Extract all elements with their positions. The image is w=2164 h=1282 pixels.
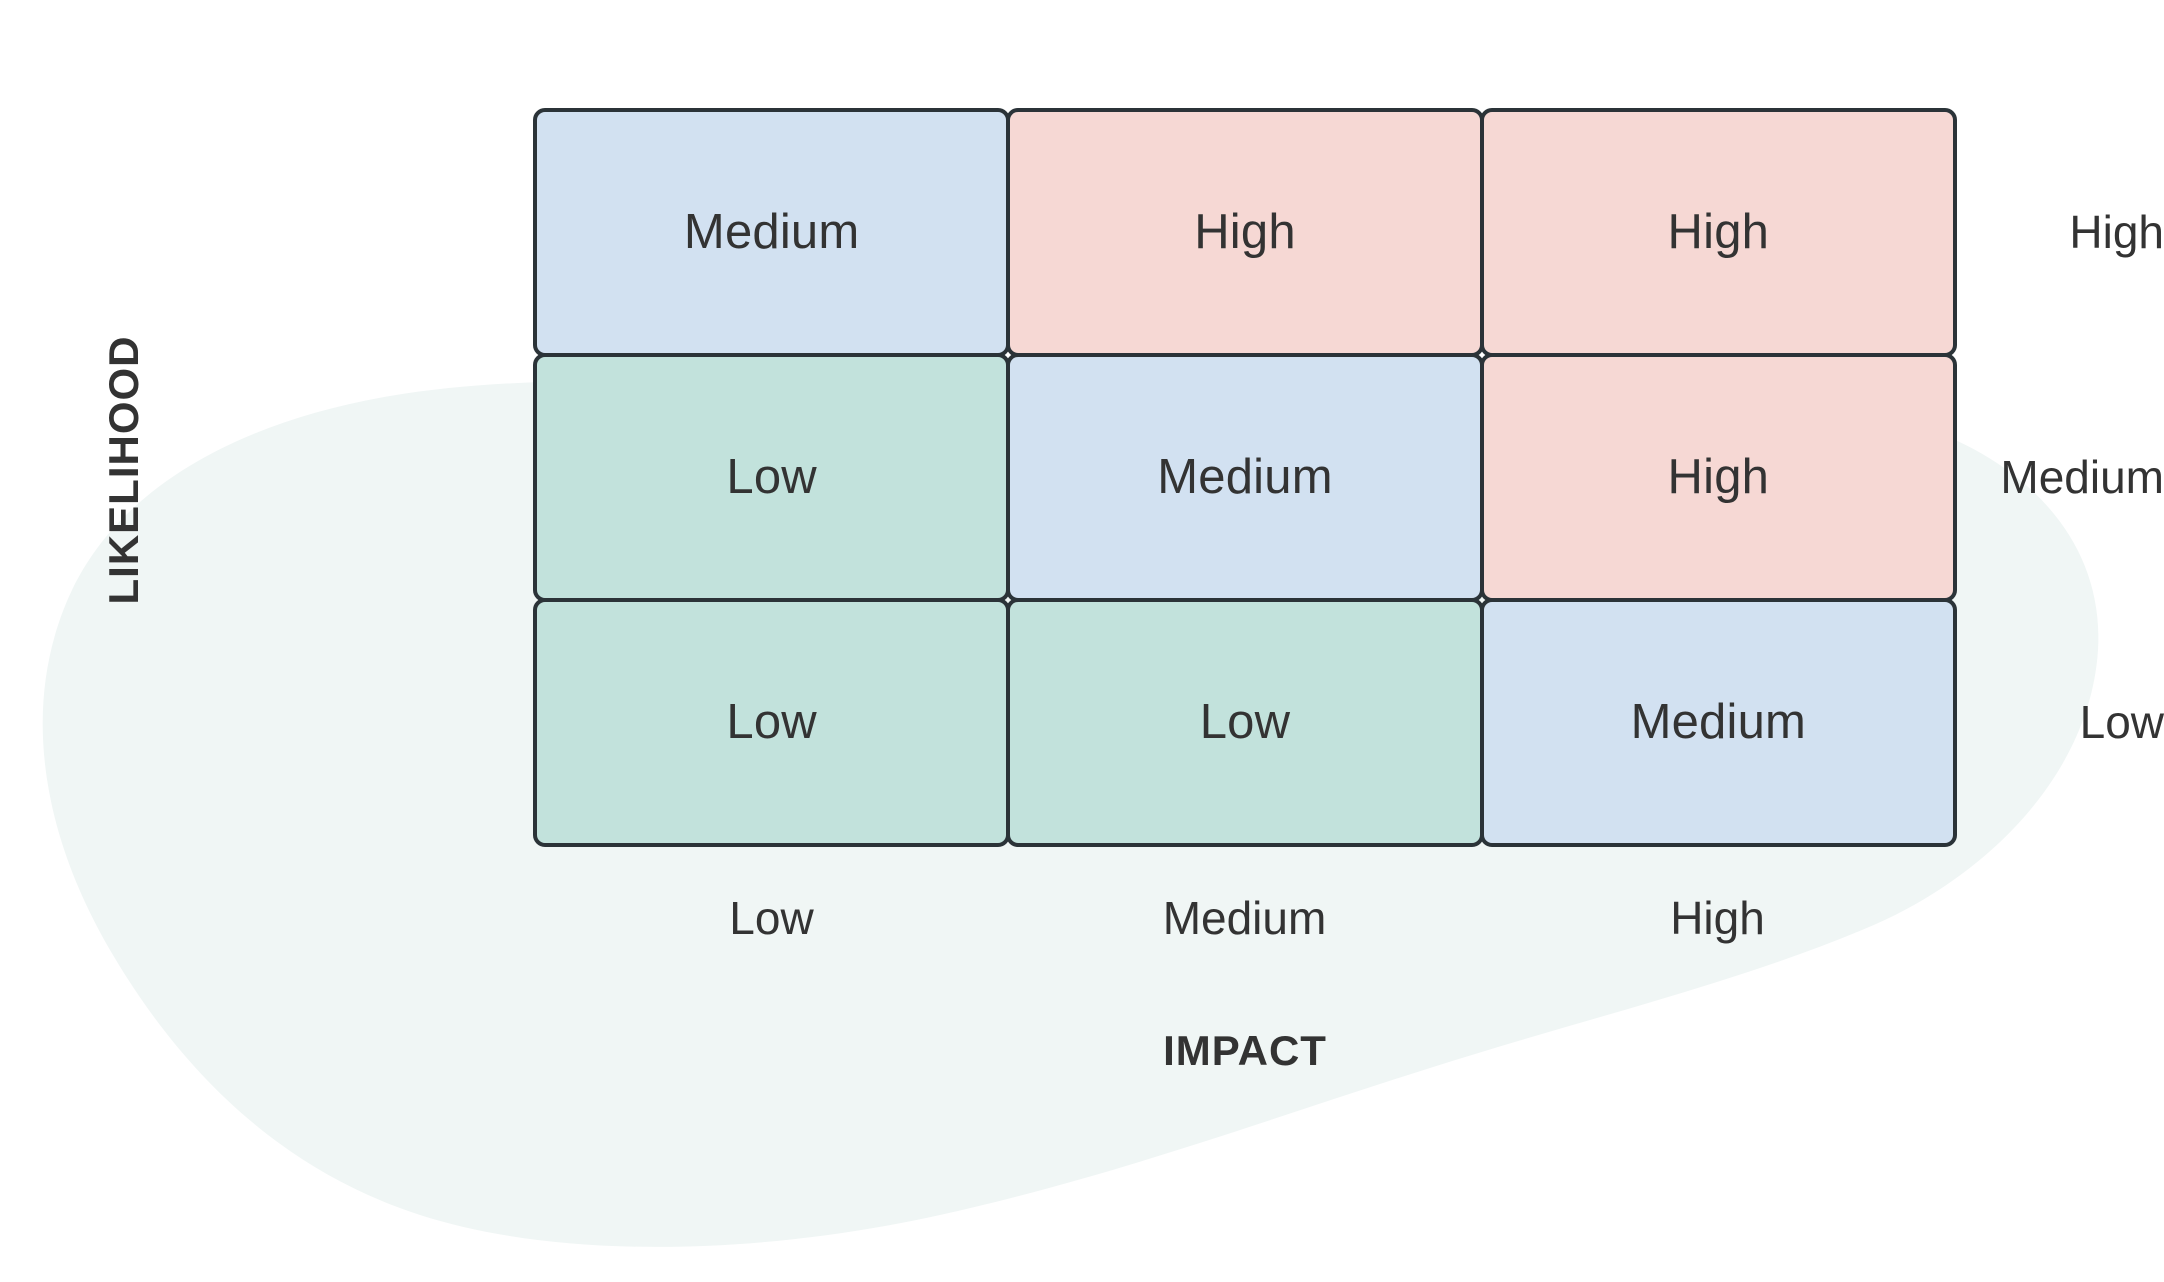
y-axis-title: LIKELIHOOD <box>100 335 147 605</box>
matrix-cell-high-medium[interactable]: High <box>1006 108 1484 357</box>
y-tick-label-medium: Medium <box>2000 451 2164 503</box>
matrix-cell-label: Medium <box>1630 695 1807 749</box>
matrix-cell-label: Low <box>1199 695 1291 749</box>
y-tick-label-high: High <box>2069 206 2164 258</box>
matrix-cell-label: High <box>1667 450 1770 504</box>
x-tick-label-medium: Medium <box>1162 892 1327 944</box>
matrix-cell-label: Low <box>726 450 817 504</box>
matrix-cell-high-low[interactable]: Medium <box>533 108 1011 357</box>
y-tick-label-low: Low <box>2079 696 2164 748</box>
matrix-cell-label: Low <box>726 695 817 749</box>
matrix-cell-label: High <box>1667 205 1770 259</box>
matrix-cell-low-medium[interactable]: Low <box>1006 598 1484 847</box>
matrix-cell-low-low[interactable]: Low <box>533 598 1011 847</box>
risk-matrix-grid: Medium High High Low Medium High Low Low… <box>533 108 1957 847</box>
matrix-cell-medium-medium[interactable]: Medium <box>1006 353 1484 602</box>
matrix-cell-high-high[interactable]: High <box>1479 108 1957 357</box>
matrix-cell-label: High <box>1194 205 1296 259</box>
matrix-cell-label: Medium <box>1157 450 1333 504</box>
x-tick-label-low: Low <box>729 892 814 944</box>
x-axis-title: IMPACT <box>1163 1027 1327 1074</box>
x-tick-label-high: High <box>1670 892 1765 944</box>
matrix-cell-medium-high[interactable]: High <box>1479 353 1957 602</box>
matrix-cell-medium-low[interactable]: Low <box>533 353 1011 602</box>
matrix-cell-low-high[interactable]: Medium <box>1479 598 1957 847</box>
matrix-cell-label: Medium <box>683 205 860 259</box>
